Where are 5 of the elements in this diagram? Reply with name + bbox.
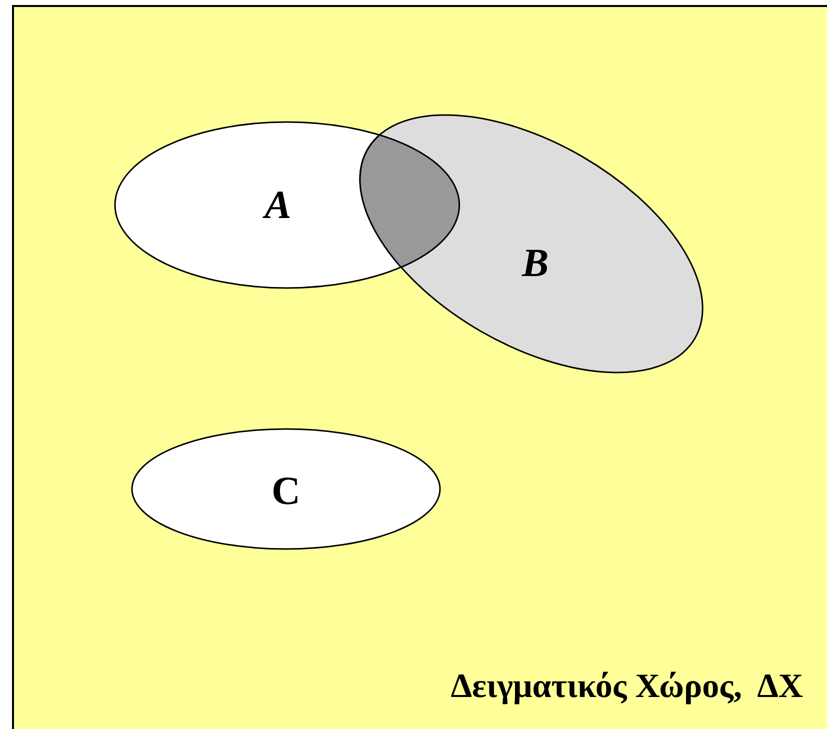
set-label: A	[264, 182, 292, 227]
set-label: C	[272, 468, 300, 513]
set-label: B	[522, 240, 548, 285]
sample-space-label: Δειγματικός Χώρος, ΔΧ	[450, 670, 803, 704]
sample-space-rectangle	[12, 5, 827, 729]
